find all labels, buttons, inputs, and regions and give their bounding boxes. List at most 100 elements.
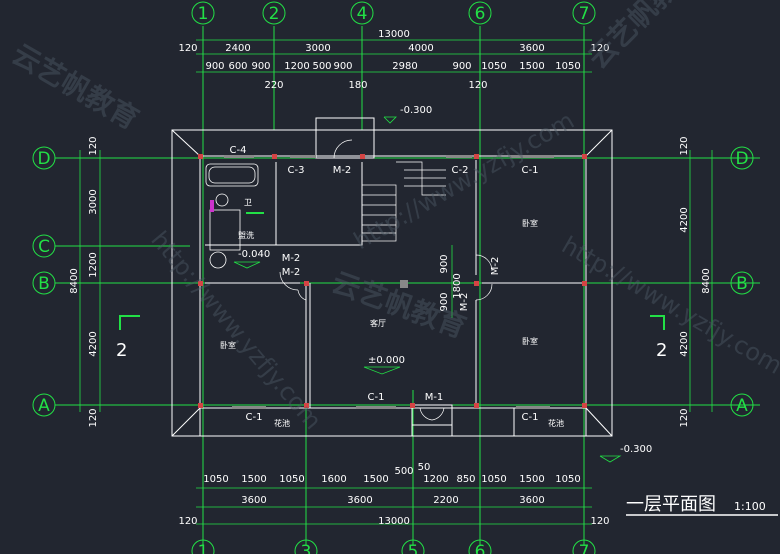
axis-label-bottom-6: 6	[475, 542, 486, 554]
level-living: ±0.000	[368, 355, 405, 366]
level-bottom: -0.300	[620, 444, 652, 455]
partition-mark	[246, 212, 264, 214]
dim-top-r2-7: 2980	[392, 61, 417, 72]
axis-label-top-7: 7	[579, 4, 590, 24]
door-c2: C-2	[452, 165, 469, 176]
dim-bottom-r2-3: 2200	[433, 495, 458, 506]
dim-top-r2-1: 900	[205, 61, 224, 72]
door-c1-right: C-1	[522, 412, 539, 423]
door-c4: C-4	[230, 145, 247, 156]
dim-bottom-r1-2: 1500	[241, 474, 266, 485]
dim-bottom-r2-2: 3600	[347, 495, 372, 506]
axis-label-right-a: A	[736, 396, 748, 416]
dim-top-r2-4: 1200	[284, 61, 309, 72]
dim-right-3: 4200	[679, 331, 690, 356]
dim-top-small-2: 180	[348, 80, 367, 91]
dim-top-r2-2: 600	[228, 61, 247, 72]
bathroom-fixtures	[205, 163, 259, 269]
dim-top-5: 3600	[519, 43, 544, 54]
door-c1-bottom: C-1	[368, 392, 385, 403]
axis-label-top-4: 4	[357, 4, 368, 24]
dim-left-5: 120	[88, 408, 99, 427]
level-bottom-mark	[599, 455, 622, 463]
axis-label-bottom-7: 7	[579, 542, 590, 554]
dim-left-1: 120	[88, 136, 99, 155]
dim-top-r2-6: 900	[333, 61, 352, 72]
axis-label-top-1: 1	[198, 4, 209, 24]
dim-bottom-r1-4: 1600	[321, 474, 346, 485]
dim-top-2: 2400	[225, 43, 250, 54]
door-m2-center-b: M-2	[490, 257, 501, 276]
dim-bottom-r1-11: 1500	[519, 474, 544, 485]
room-planter-right: 花池	[548, 418, 564, 428]
dim-top-r2-5: 500	[312, 61, 331, 72]
dim-bottom-r1-12: 1050	[555, 474, 580, 485]
room-planter-left: 花池	[274, 418, 290, 428]
dim-left-4: 4200	[88, 331, 99, 356]
axis-label-right-b: B	[736, 274, 748, 294]
window-sills	[224, 155, 554, 409]
section-mark-left: 2	[116, 340, 127, 361]
dim-bottom-r1-10: 1050	[481, 474, 506, 485]
axis-label-left-c: C	[38, 237, 50, 257]
dim-top-small-3: 120	[468, 80, 487, 91]
door-m2-center-a: M-2	[459, 293, 470, 312]
room-living: 客厅	[370, 318, 386, 328]
dim-left-2: 3000	[88, 189, 99, 214]
level-top-mark	[383, 116, 397, 124]
dim-top-1: 120	[178, 43, 197, 54]
door-m1: M-1	[425, 392, 444, 403]
dim-bottom-r1-9: 850	[456, 474, 475, 485]
dim-right-4: 120	[679, 408, 690, 427]
dim-right-2: 4200	[679, 207, 690, 232]
section-mark-left-line	[119, 315, 140, 330]
dim-bottom-total: 13000	[378, 516, 410, 527]
dim-center-3: 900	[439, 292, 450, 311]
dim-bottom-r1-7: 50	[418, 462, 431, 473]
door-c3: C-3	[288, 165, 305, 176]
dim-center-2: 1800	[452, 273, 463, 298]
axis-label-top-6: 6	[475, 4, 486, 24]
dim-top-3: 3000	[305, 43, 330, 54]
dim-bottom-r2-4: 3600	[519, 495, 544, 506]
axis-bubbles	[32, 1, 754, 554]
dim-top-r2-11: 1050	[555, 61, 580, 72]
dim-top-small-1: 220	[264, 80, 283, 91]
dim-top-r2-10: 1500	[519, 61, 544, 72]
level-top: -0.300	[400, 105, 432, 116]
dim-bottom-r1-6: 500	[394, 466, 413, 477]
room-wash: 盥洗	[238, 230, 254, 240]
dim-left-3: 1200	[88, 252, 99, 277]
axis-label-left-b: B	[38, 274, 50, 294]
dim-bottom-r1-5: 1500	[363, 474, 388, 485]
door-c1-top: C-1	[522, 165, 539, 176]
dim-bottom-r1-1: 1050	[203, 474, 228, 485]
dim-bottom-edge-right: 120	[590, 516, 609, 527]
dim-bottom-edge-left: 120	[178, 516, 197, 527]
dim-bottom-r2-1: 3600	[241, 495, 266, 506]
room-bath: 卫	[244, 198, 252, 207]
dim-right-total: 8400	[701, 268, 712, 293]
axis-label-left-d: D	[37, 149, 50, 169]
axis-label-left-a: A	[38, 396, 50, 416]
dim-top-4: 4000	[408, 43, 433, 54]
door-m2-left-b: M-2	[282, 267, 301, 278]
drawing-title: 一层平面图	[626, 494, 716, 515]
room-bedroom-ne: 卧室	[522, 218, 538, 228]
level-wash: -0.040	[238, 249, 270, 260]
stairs	[361, 161, 446, 242]
section-mark-right: 2	[656, 340, 667, 361]
door-m2-top: M-2	[333, 165, 352, 176]
toilet-mark	[210, 200, 214, 212]
dim-top-total: 13000	[378, 29, 410, 40]
dim-top-r2-9: 1050	[481, 61, 506, 72]
dim-bottom-r1-3: 1050	[279, 474, 304, 485]
dim-center-1: 900	[439, 254, 450, 273]
axis-label-bottom-1: 1	[198, 542, 209, 554]
dim-top-r2-8: 900	[452, 61, 471, 72]
level-living-mark	[363, 366, 401, 375]
axis-label-bottom-3: 3	[301, 542, 312, 554]
axis-label-bottom-5: 5	[408, 542, 419, 554]
